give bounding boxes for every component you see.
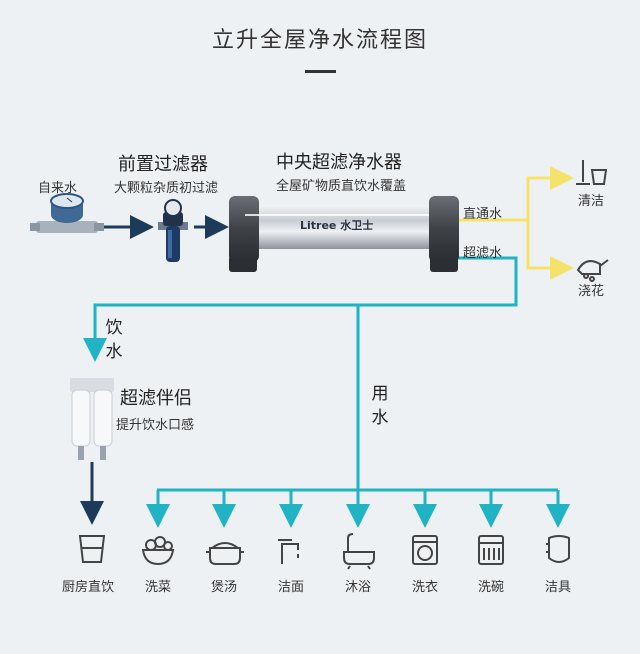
prefilter-subtitle: 大颗粒杂质初过滤 — [114, 181, 219, 196]
clean-label: 清洁 — [578, 194, 605, 209]
toilet-icon — [546, 535, 570, 563]
washing-machine-icon — [412, 535, 438, 565]
soup-pot-icon — [206, 542, 244, 565]
drink-branch-label: 饮水 — [105, 318, 123, 362]
use-branch-label: 用水 — [371, 384, 389, 428]
companion-title: 超滤伴侣 — [120, 388, 192, 409]
source-label: 自来水 — [38, 181, 78, 196]
uf-companion-device-icon — [70, 378, 114, 460]
water-meter-icon — [30, 193, 104, 233]
watering-can-icon — [576, 259, 609, 282]
prefilter-title: 前置过滤器 — [118, 154, 208, 175]
uf-water-label: 超滤水 — [463, 246, 503, 261]
endpoint-label-laundry: 洗衣 — [412, 580, 439, 595]
water-glass-icon — [78, 535, 106, 563]
central-title: 中央超滤净水器 — [276, 152, 402, 173]
mop-bucket-icon — [576, 160, 608, 185]
endpoint-label-toilet: 洁具 — [545, 580, 572, 595]
vegetable-basin-icon — [141, 536, 175, 566]
direct-water-line — [458, 166, 574, 222]
bathtub-icon — [343, 533, 375, 570]
faucet-icon — [278, 539, 299, 564]
endpoint-label-kitchen: 厨房直饮 — [62, 580, 115, 595]
endpoint-label-wash-veg: 洗菜 — [145, 580, 172, 595]
uf-water-line — [83, 256, 518, 362]
page-title: 立升全屋净水流程图 — [211, 28, 428, 53]
central-subtitle: 全屋矿物质直饮水覆盖 — [276, 179, 407, 194]
direct-water-label: 直通水 — [463, 207, 503, 222]
central-uf-unit-icon — [229, 196, 459, 272]
companion-subtitle: 提升饮水口感 — [116, 418, 195, 433]
direct-water-line-2 — [526, 220, 574, 280]
title-divider — [305, 70, 336, 73]
dishwasher-icon — [478, 535, 504, 565]
endpoint-label-bath: 沐浴 — [345, 580, 372, 595]
prefilter-device-icon — [158, 199, 188, 262]
endpoint-label-dishes: 洗碗 — [478, 580, 505, 595]
water-plants-label: 浇花 — [578, 284, 605, 299]
endpoint-label-face: 洁面 — [278, 580, 305, 595]
endpoint-label-soup: 煲汤 — [211, 580, 238, 595]
brand-label: Litree 水卫士 — [300, 219, 374, 232]
